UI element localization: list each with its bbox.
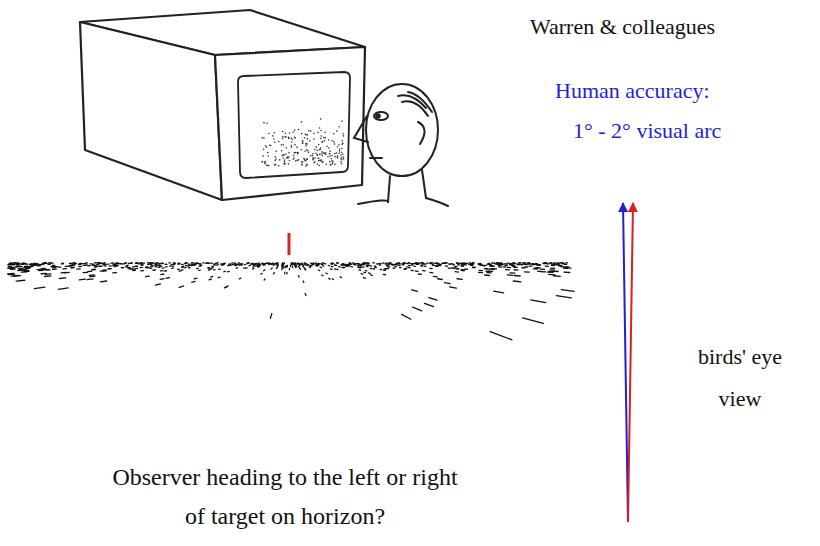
heading-arrow: [623, 203, 628, 522]
accuracy-value: 1° - 2° visual arc: [573, 116, 813, 146]
observer-head: [354, 84, 448, 206]
monitor-drawing: [80, 10, 365, 200]
view-label: birds' eye view: [688, 336, 792, 420]
target-marker: [288, 233, 291, 255]
caption: Observer heading to the left or right of…: [106, 458, 464, 536]
target-arrow: [628, 203, 633, 522]
citation-label: Warren & colleagues: [530, 12, 790, 42]
accuracy-label: Human accuracy:: [555, 76, 795, 106]
optic-flow-field: [8, 263, 574, 340]
